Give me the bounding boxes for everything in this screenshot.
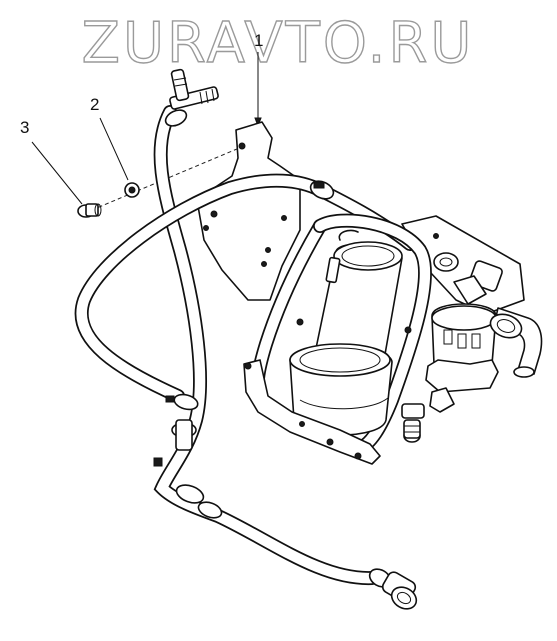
callout-label-3: 3 xyxy=(20,118,29,137)
watermark-text: ZURAVTO.RU xyxy=(82,11,475,76)
leader-line-3 xyxy=(31,141,83,205)
fuel-filter-assembly xyxy=(401,303,499,443)
fuel-hose-loop xyxy=(74,173,327,403)
hose-clamp-upper xyxy=(165,393,199,411)
t-fitting-top xyxy=(164,68,219,127)
fuel-pump-body xyxy=(289,229,412,436)
outlet-elbow-fitting xyxy=(433,252,543,378)
washer-part-2 xyxy=(124,182,140,198)
mounting-bracket-part-1 xyxy=(197,121,301,301)
plate-bolt xyxy=(433,233,439,239)
pump-base-frame xyxy=(243,359,381,465)
callout-label-2: 2 xyxy=(90,95,99,114)
hose-clamp-middle xyxy=(171,419,197,451)
hose-clamp-lower xyxy=(153,457,223,519)
bolt-part-3 xyxy=(77,203,102,218)
callout-label-1: 1 xyxy=(254,31,263,50)
hose-end-fitting xyxy=(368,568,418,610)
leader-line-2 xyxy=(99,117,129,181)
